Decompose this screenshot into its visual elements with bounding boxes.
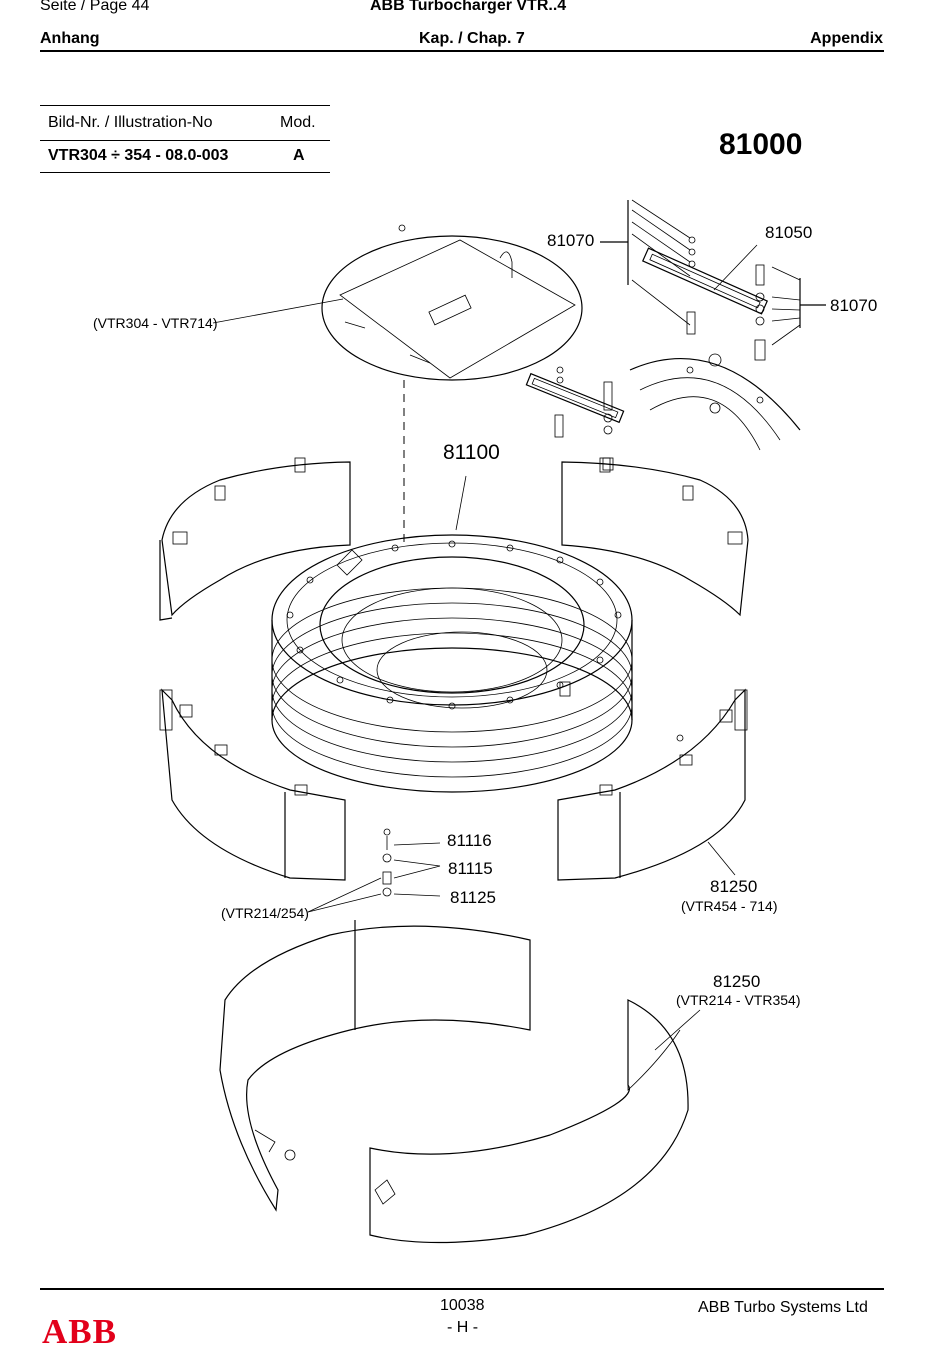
note-vtr214-254: (VTR214/254) [221, 905, 309, 921]
callout-81050: 81050 [765, 223, 813, 242]
note-vtr454-714: (VTR454 - 714) [681, 898, 778, 914]
filter-segment-lower-right [557, 688, 748, 881]
callout-81070-right: 81070 [830, 296, 878, 315]
footer-rule [40, 1288, 884, 1290]
small-fasteners [307, 828, 441, 913]
table-mid-rule [40, 140, 330, 141]
abb-logo: ABB [42, 1312, 117, 1351]
fastener-assembly-top [600, 199, 826, 451]
section-left: Anhang [40, 30, 100, 47]
revision-label: - H - [447, 1319, 479, 1336]
callout-81100: 81100 [443, 441, 500, 464]
silencer-body [271, 475, 633, 793]
page-number: Seite / Page 44 [40, 0, 150, 14]
mod-header: Mod. [280, 114, 316, 131]
filter-segment-lower-left [159, 688, 346, 881]
callout-81115: 81115 [448, 859, 493, 878]
filter-segment-bottom-right [369, 999, 701, 1244]
illustration-no-header: Bild-Nr. / Illustration-No [48, 114, 213, 131]
doc-number: 10038 [440, 1297, 485, 1314]
callout-81250-a: 81250 [710, 877, 758, 896]
filter-segment-upper-right [561, 457, 749, 617]
callout-81125: 81125 [450, 888, 497, 907]
company-name: ABB Turbo Systems Ltd [698, 1299, 868, 1316]
note-vtr214-354: (VTR214 - VTR354) [676, 992, 801, 1008]
illustration-no-value: VTR304 ÷ 354 - 08.0-003 [48, 147, 229, 164]
fastener-assembly-mid [525, 366, 625, 471]
chapter-label: Kap. / Chap. 7 [419, 30, 525, 47]
cover-plate [212, 224, 583, 381]
filter-segment-upper-left [159, 457, 351, 621]
document-title: ABB Turbocharger VTR..4 [370, 0, 567, 14]
callout-81116: 81116 [447, 831, 492, 850]
note-vtr304-714: (VTR304 - VTR714) [93, 315, 218, 331]
group-number: 81000 [719, 128, 803, 161]
callout-81250-b: 81250 [713, 972, 761, 991]
section-right: Appendix [810, 30, 883, 47]
callout-81070-top: 81070 [547, 231, 595, 250]
header-rule [40, 50, 884, 52]
mod-value: A [293, 147, 305, 164]
filter-segment-bottom-left [219, 920, 531, 1212]
table-bottom-rule [40, 172, 330, 173]
table-top-rule [40, 105, 330, 106]
